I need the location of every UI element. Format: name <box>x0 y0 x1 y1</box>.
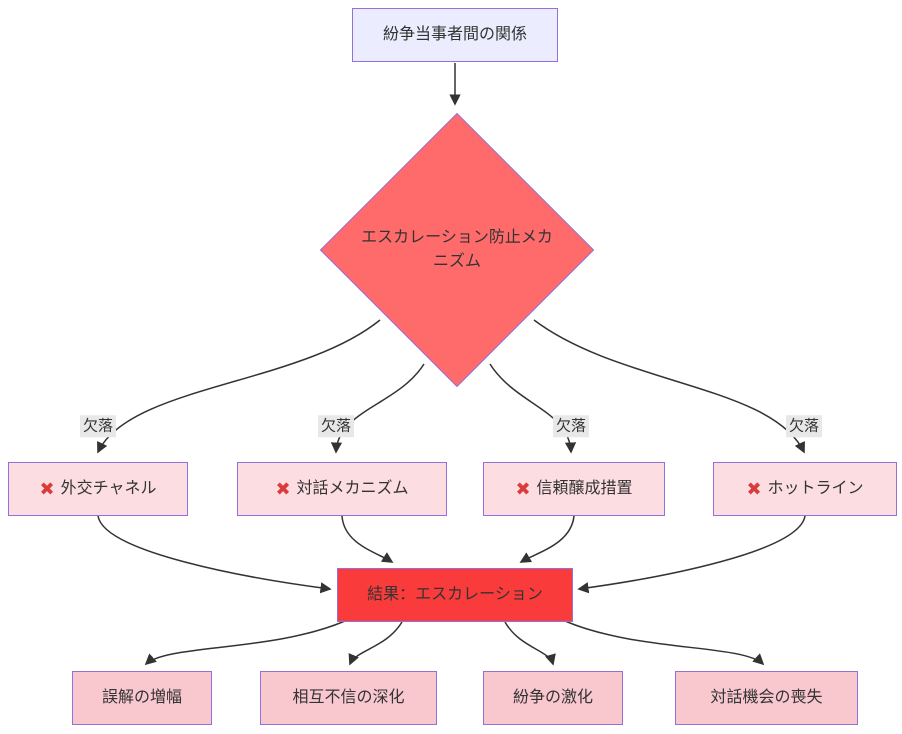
edge-decision-to-missing-3 <box>489 363 577 454</box>
node-label: 対話メカニズム <box>296 479 409 497</box>
node-label: ホットライン <box>767 479 864 497</box>
x-mark-icon: ✖ <box>746 479 762 499</box>
node-label: 紛争当事者間の関係 <box>382 25 527 43</box>
edge-result-to-outcome-1 <box>144 620 346 666</box>
node-missing-hotline: ✖ ホットライン <box>713 462 897 516</box>
node-outcome-conflict-intensifies: 紛争の激化 <box>483 671 623 725</box>
edge-label-missing-1: 欠落 <box>79 415 117 437</box>
node-outcome-mutual-distrust-deepens: 相互不信の深化 <box>260 671 437 725</box>
node-missing-confidence-building: ✖ 信頼醸成措置 <box>483 462 665 516</box>
node-conflict-parties-relationship: 紛争当事者間の関係 <box>352 8 558 62</box>
edge-result-to-outcome-3 <box>504 621 556 666</box>
edge-decision-to-missing-4 <box>533 319 805 454</box>
node-label: 相互不信の深化 <box>292 688 405 706</box>
node-label: 結果：エスカレーション <box>367 585 543 603</box>
edge-missing-2-to-result <box>341 515 394 563</box>
edge-decision-to-missing-2 <box>330 363 425 454</box>
node-label: 外交チャネル <box>60 479 157 497</box>
x-mark-icon: ✖ <box>39 479 55 499</box>
edge-decision-to-missing-1 <box>97 319 381 454</box>
edge-label-missing-4: 欠落 <box>785 415 823 437</box>
node-label: 誤解の増幅 <box>101 688 182 706</box>
node-escalation-prevention-decision: エスカレーション防止メカニズム <box>319 112 595 388</box>
x-mark-icon: ✖ <box>275 479 291 499</box>
node-label: エスカレーション防止メカニズム <box>361 229 553 270</box>
edge-label-missing-2: 欠落 <box>317 415 355 437</box>
node-result-escalation: 結果：エスカレーション <box>337 568 573 622</box>
node-label: 対話機会の喪失 <box>710 688 823 706</box>
node-missing-dialogue-mechanism: ✖ 対話メカニズム <box>237 462 447 516</box>
node-label: 信頼醸成措置 <box>536 479 633 497</box>
node-outcome-misunderstanding-amplified: 誤解の増幅 <box>72 671 212 725</box>
node-outcome-dialogue-opportunity-lost: 対話機会の喪失 <box>675 671 858 725</box>
node-label: 紛争の激化 <box>512 688 593 706</box>
edge-result-to-outcome-4 <box>564 620 765 666</box>
node-missing-diplomatic-channel: ✖ 外交チャネル <box>8 462 188 516</box>
edge-missing-4-to-result <box>577 515 806 594</box>
edge-missing-3-to-result <box>519 515 575 563</box>
edge-label-missing-3: 欠落 <box>552 415 590 437</box>
edge-result-to-outcome-2 <box>348 621 403 666</box>
x-mark-icon: ✖ <box>515 479 531 499</box>
edge-missing-1-to-result <box>97 515 332 594</box>
